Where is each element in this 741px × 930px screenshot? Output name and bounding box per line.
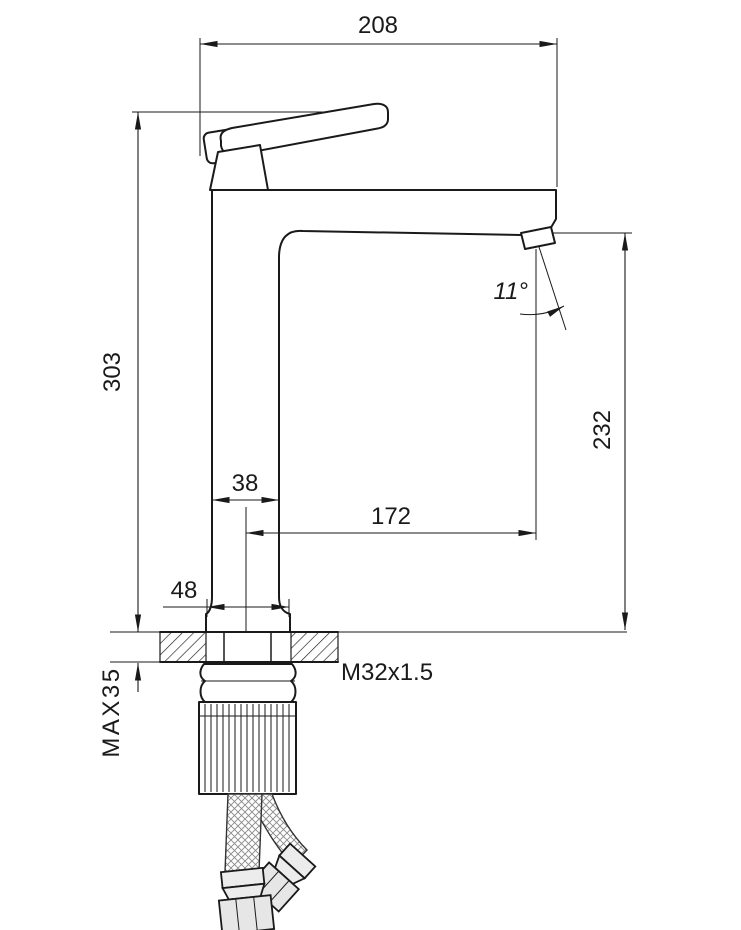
counter-hatch-left	[159, 631, 207, 663]
handle-base	[209, 144, 269, 191]
hoses	[217, 793, 317, 930]
counter-section	[159, 631, 339, 664]
stream-angle-line	[538, 246, 567, 331]
dim-spout-reach-label: 172	[371, 503, 411, 530]
spout-angle-annotation	[519, 246, 567, 331]
angle-arc	[519, 305, 565, 317]
extension-lines	[110, 38, 632, 663]
max-deck-thickness-label: MAX35	[98, 666, 125, 757]
locknut	[199, 663, 297, 703]
dimension-labels: 208 303 232 11° 38 172 48 M32x1.5 MAX35	[98, 12, 616, 758]
dim-spout-angle-label: 11°	[493, 278, 528, 305]
dimension-lines	[134, 40, 629, 692]
dim-body-width-label: 38	[232, 470, 259, 497]
thread-spec-label: M32x1.5	[341, 659, 433, 686]
hose-left	[224, 793, 263, 873]
body-and-spout	[205, 189, 557, 633]
dim-total-width-label: 208	[358, 12, 398, 39]
faucet-outline	[202, 102, 557, 633]
counter-hatch-right	[290, 631, 339, 663]
dim-outlet-height-label: 232	[589, 410, 616, 450]
sleeve-ribs	[204, 704, 290, 792]
hose-left-fitting	[217, 866, 276, 930]
aerator	[520, 226, 556, 250]
mounting-hardware	[198, 663, 297, 795]
dim-base-width-label: 48	[171, 577, 198, 604]
dim-total-height-label: 303	[99, 352, 126, 392]
